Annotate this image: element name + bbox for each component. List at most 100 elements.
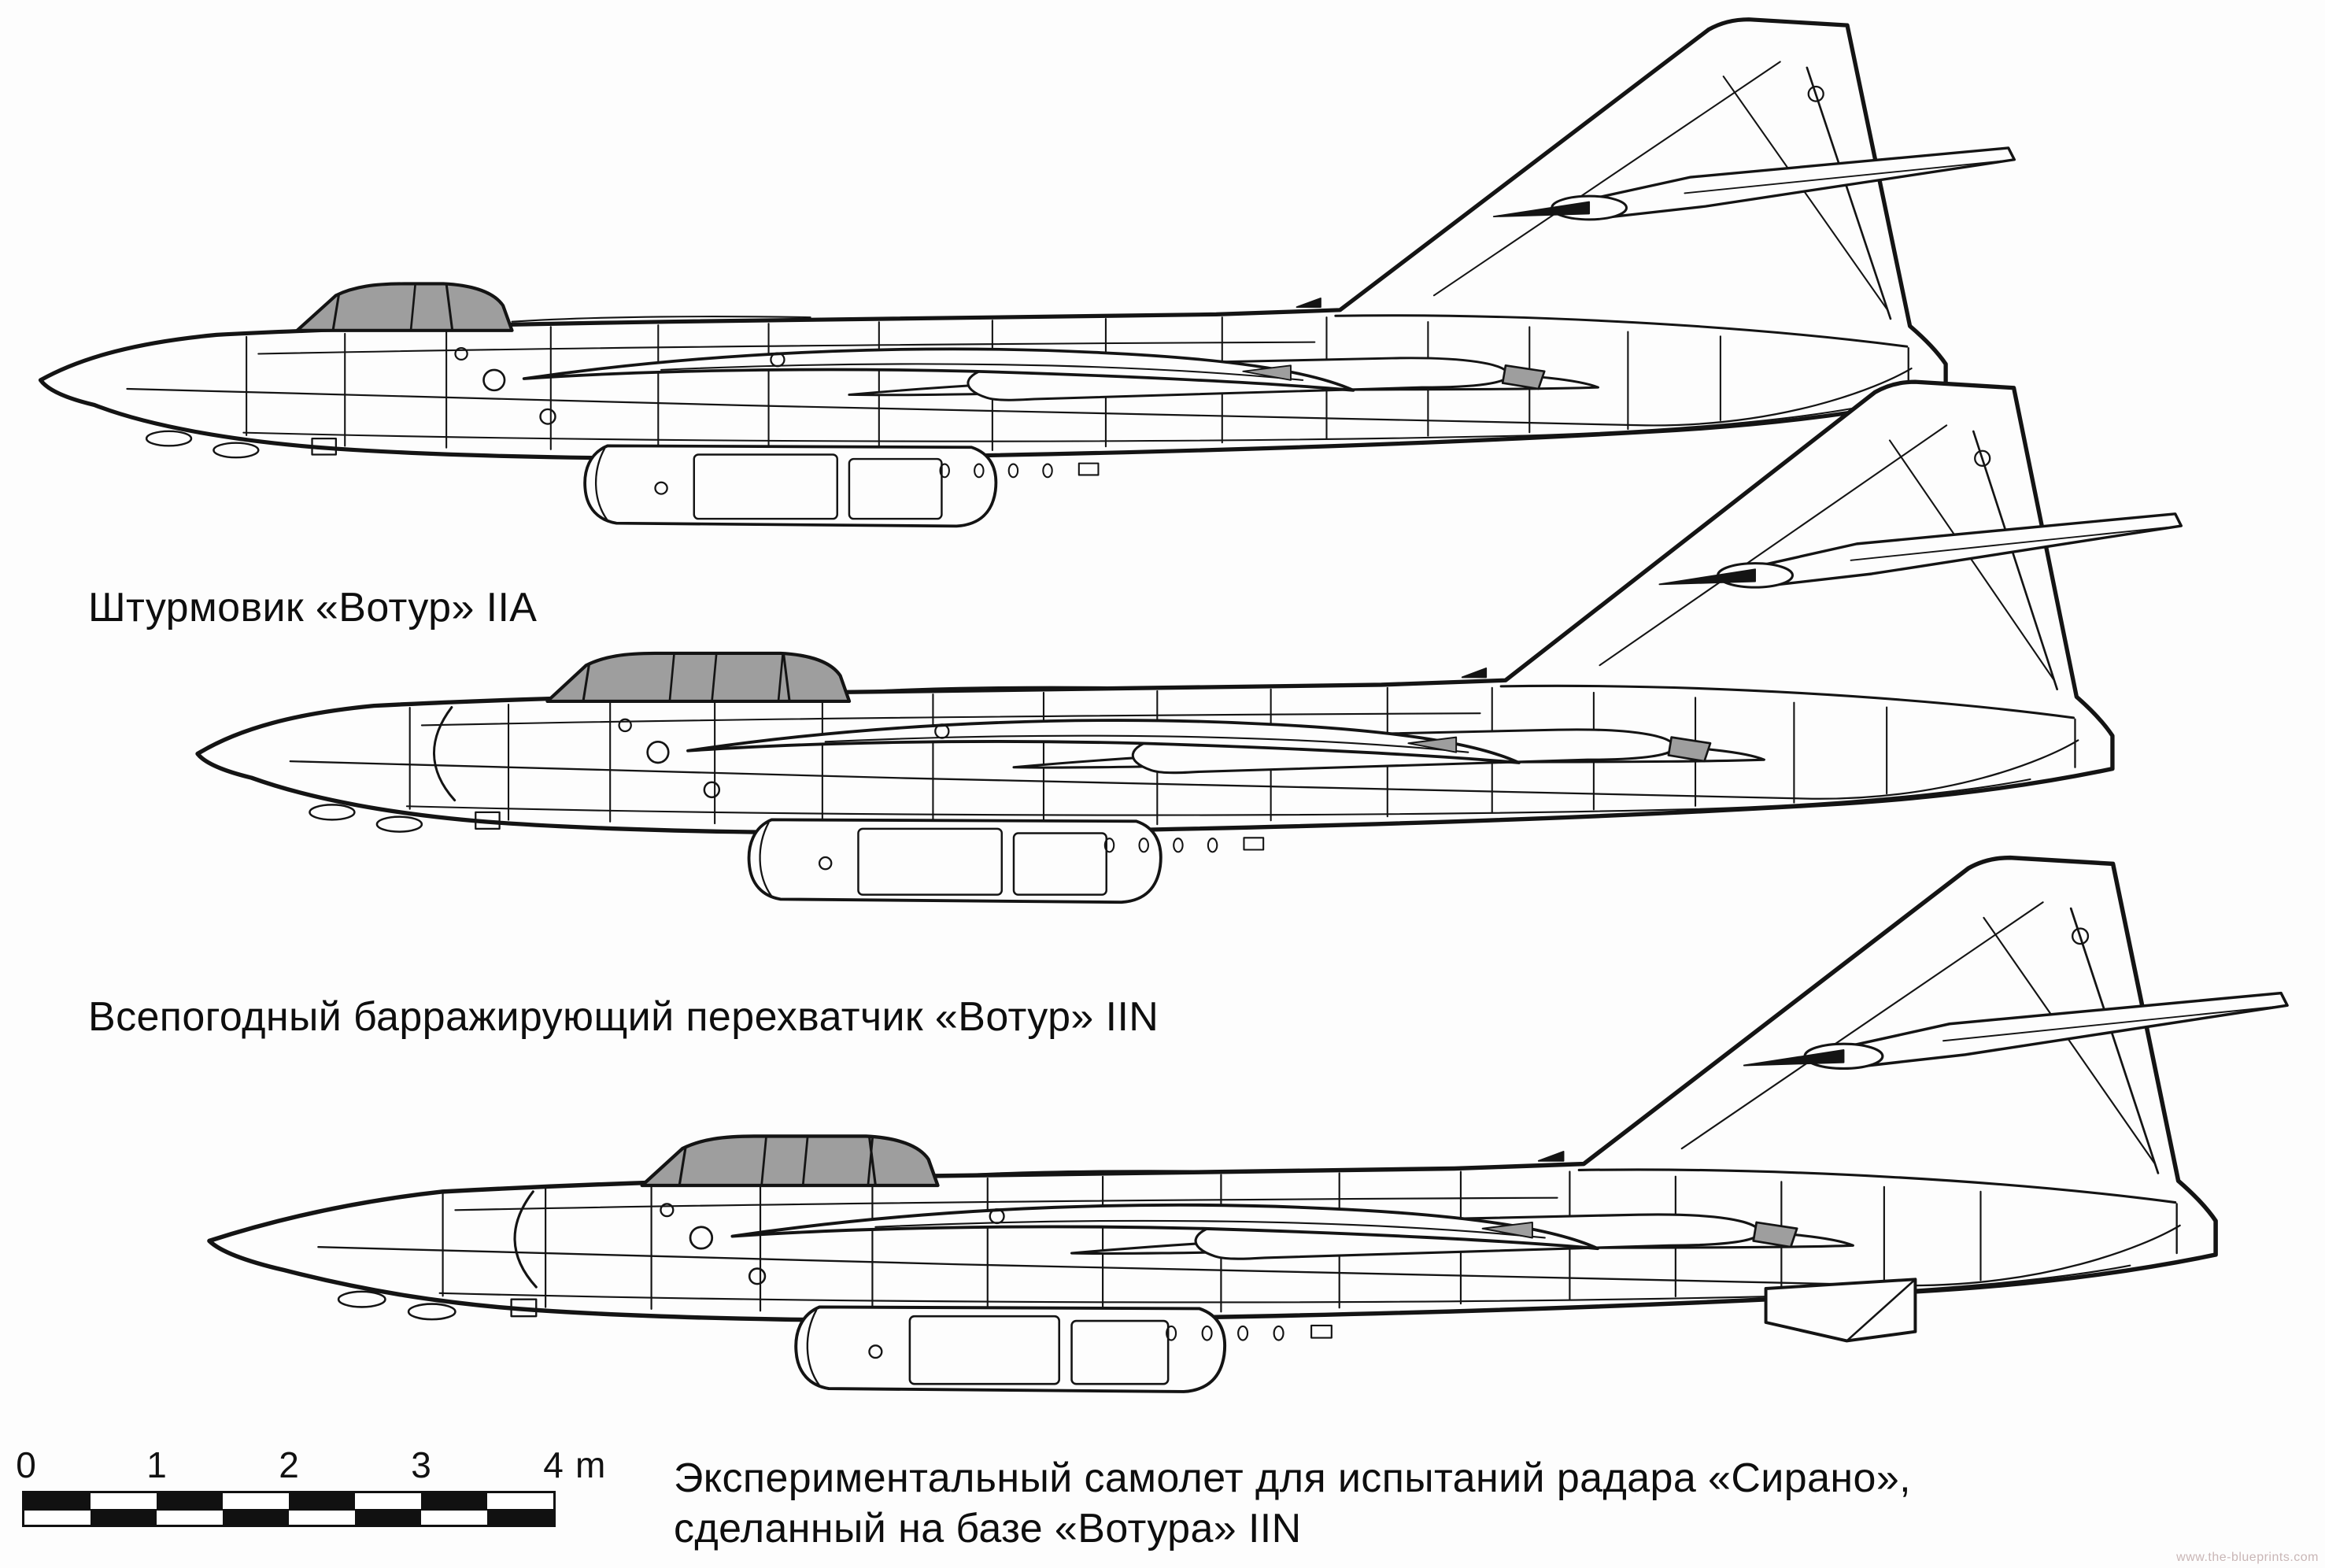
nose-port	[213, 442, 260, 459]
dorsal-scoop	[1296, 298, 1321, 309]
nacelle-door-panel	[1070, 1319, 1170, 1385]
drain-vent	[1138, 838, 1149, 853]
nose-port	[145, 430, 193, 447]
canopy-frame	[760, 1135, 767, 1187]
windshield-frame	[582, 662, 591, 703]
canopy-frame	[409, 283, 417, 332]
rudder-hinge-line	[1972, 430, 2058, 691]
canopy-glass	[545, 651, 852, 704]
fin-porthole	[1807, 85, 1824, 102]
wing-fillet-shading	[1242, 364, 1292, 381]
fuselage-centerline	[289, 739, 2079, 800]
canopy-frame	[711, 652, 718, 703]
scale-tick-0: 0	[16, 1444, 36, 1485]
windshield-frame	[678, 1145, 687, 1187]
rudder-hinge-line	[2069, 907, 2160, 1174]
canopy-rear-frame	[867, 1134, 877, 1187]
aircraft-vautour-iia-drawing	[38, 17, 2016, 528]
canopy-rear-frame	[782, 652, 791, 703]
dorsal-spine-line	[848, 686, 1149, 693]
drain-vent	[1103, 838, 1115, 853]
rear-fuselage-line	[1499, 684, 2075, 719]
drain-vent	[1173, 838, 1184, 853]
scale-tick-3: 3	[411, 1444, 431, 1485]
nose-hatch	[475, 811, 501, 830]
drain-vent	[974, 463, 985, 479]
drain-vent	[1201, 1325, 1213, 1341]
tailplane-spike	[1658, 568, 1756, 586]
aircraft-3-caption-line-1: Экспериментальный самолет для испытаний …	[674, 1455, 1911, 1501]
nose-port	[375, 815, 423, 833]
wing-flap-line	[824, 734, 1469, 753]
aircraft-side-profile	[195, 379, 2183, 904]
aircraft-side-profile	[38, 17, 2016, 528]
scale-bar-row-top	[24, 1493, 553, 1509]
nacelle-door-panel	[1012, 832, 1107, 896]
drain-vent	[1273, 1325, 1284, 1341]
elevator-hinge-line	[1684, 160, 2002, 194]
fuselage-centerline	[126, 367, 1913, 427]
canopy-glass	[295, 282, 514, 332]
drain-vent	[1237, 1325, 1249, 1341]
elevator-hinge-line	[1850, 526, 2169, 561]
drain-vent	[1007, 463, 1019, 479]
nose-port	[337, 1290, 386, 1308]
canopy-frame	[668, 652, 675, 703]
wing-flap-line	[874, 1219, 1546, 1239]
scale-bar-labels: 0 1 2 3 4 m	[16, 1444, 652, 1486]
nose-hatch	[510, 1298, 538, 1318]
canopy-rear-frame	[445, 282, 454, 332]
nose-port	[309, 804, 356, 821]
canopy-frame	[801, 1135, 809, 1187]
rear-fuselage-line	[1334, 314, 1909, 348]
drain-vent	[1166, 1325, 1177, 1341]
nacelle-door-panel	[908, 1315, 1061, 1385]
nacelle-door-panel	[857, 827, 1004, 896]
aircraft-vautour-iin-drawing	[195, 379, 2183, 904]
fuselage-centerline	[317, 1224, 2181, 1287]
wing-fillet-shading	[1481, 1221, 1533, 1239]
aircraft-3-caption: Экспериментальный самолет для испытаний …	[674, 1453, 2169, 1554]
dorsal-spine-line	[937, 1170, 1251, 1178]
rudder-hinge-line	[1806, 66, 1892, 320]
dorsal-spine-line	[511, 316, 811, 323]
wing-root	[686, 719, 1521, 764]
scale-tick-4: 4	[543, 1444, 564, 1485]
nacelle-door-panel	[848, 457, 943, 520]
porthole	[748, 1267, 767, 1285]
watermark-text: www.the-blueprints.com	[2176, 1551, 2319, 1564]
scale-bar: 0 1 2 3 4 m	[16, 1444, 652, 1533]
aircraft-vautour-cyrano-testbed-drawing	[207, 855, 2289, 1393]
dorsal-scoop	[1537, 1151, 1565, 1162]
far-nacelle-nozzle	[1752, 1221, 1798, 1248]
nacelle-intake-lip	[759, 822, 773, 897]
scale-tick-1: 1	[146, 1444, 167, 1485]
nose-port	[407, 1303, 456, 1321]
rear-fuselage-line	[1577, 1168, 2177, 1204]
elevator-hinge-line	[1942, 1006, 2275, 1042]
scale-tick-2: 2	[279, 1444, 299, 1485]
canopy-frame	[777, 652, 784, 703]
aircraft-3-caption-line-2: сделанный на базе «Вотура» IIN	[674, 1506, 1302, 1551]
porthole	[482, 368, 506, 392]
fin-porthole	[2071, 927, 2090, 945]
tailplane-spike	[1492, 201, 1591, 218]
aircraft-2-caption: Всепогодный барражирующий перехватчик «В…	[88, 994, 1159, 1040]
windshield-frame	[331, 292, 341, 332]
nacelle-door-panel	[693, 453, 838, 520]
drain-vent	[1042, 463, 1053, 479]
fin-porthole	[1974, 449, 1991, 467]
scale-bar-row-bottom	[24, 1509, 553, 1525]
porthole	[539, 408, 556, 425]
canopy-glass	[640, 1134, 940, 1188]
nacelle-intake-lip	[806, 1309, 821, 1387]
far-nacelle-nozzle	[1667, 736, 1712, 763]
drain-vent	[1207, 838, 1218, 853]
porthole	[646, 741, 670, 764]
canopy-frame	[867, 1135, 874, 1187]
drain-vent	[939, 463, 950, 479]
radome-joint-line	[433, 706, 456, 802]
aircraft-side-profile	[207, 855, 2289, 1393]
porthole	[703, 781, 721, 799]
